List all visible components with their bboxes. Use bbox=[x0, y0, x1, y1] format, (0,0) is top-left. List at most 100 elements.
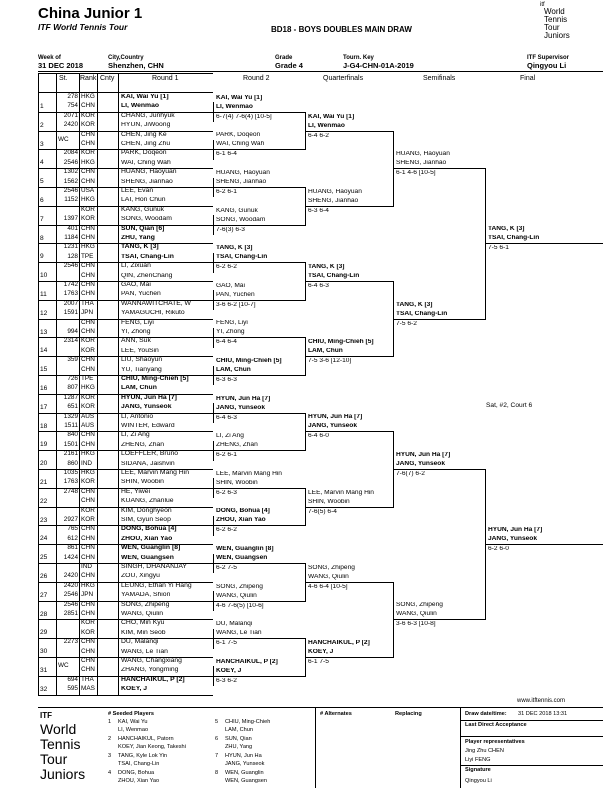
r2-result-connector bbox=[213, 403, 214, 423]
player-name: SHIN, Woobin bbox=[121, 479, 164, 486]
player-name: CHO, Min Kyu bbox=[121, 620, 165, 627]
r2-result-winner-b: YI, Zhong bbox=[216, 329, 245, 336]
supervisor-value: Qingyou Li bbox=[527, 61, 567, 70]
rep-2: Liyi FENG bbox=[465, 757, 491, 763]
r2-result-score: 6-4 6-4 bbox=[216, 339, 237, 346]
qf-result-winner-b: JANG, Yunseok bbox=[308, 423, 357, 430]
player-country: KOR bbox=[81, 478, 95, 486]
player-country: CHN bbox=[81, 281, 95, 288]
qf-result-line bbox=[306, 431, 393, 433]
sf-result-winner-a: HUANG, Haoyuan bbox=[396, 151, 450, 158]
logo-juniors-text: Juniors bbox=[544, 31, 570, 40]
footer-divider-1 bbox=[315, 708, 316, 788]
entry-rule bbox=[38, 675, 213, 677]
player-country: HKG bbox=[81, 450, 95, 458]
entry-number: 7 bbox=[40, 215, 44, 223]
player-name: HUANG, Haoyuan bbox=[121, 169, 177, 176]
key-label: Tourn. Key bbox=[343, 55, 374, 61]
final-result-score: 7-5 6-1 bbox=[488, 245, 509, 252]
entry-number: 17 bbox=[40, 403, 48, 411]
seed-player-a: TANG, Kyle Lok Yin bbox=[118, 753, 168, 759]
itf-logo-top: itf World Tennis Tour Juniors bbox=[540, 2, 600, 40]
r2-result-winner-a: CHIU, Ming-Chieh [5] bbox=[216, 358, 282, 364]
entry-rule bbox=[38, 318, 213, 320]
alternates-title: # Alternates bbox=[320, 711, 352, 717]
entry-number: 2 bbox=[40, 121, 44, 129]
qf-result-winner-b: SHENG, Jianhao bbox=[308, 197, 359, 204]
final-result-line bbox=[486, 243, 603, 245]
footer-rule-3 bbox=[460, 736, 603, 737]
sf-result-connector bbox=[393, 130, 394, 207]
entry-number: 21 bbox=[40, 479, 48, 486]
qf-result-connector bbox=[305, 262, 306, 301]
qf-result-score: 4-6 6-4 [10-5] bbox=[308, 583, 348, 590]
player-rank: 1397 bbox=[63, 215, 78, 223]
qf-result-winner-a: HANCHAIKUL, P [2] bbox=[308, 640, 370, 646]
city-label: City,Country bbox=[108, 55, 144, 61]
player-rank: 694 bbox=[67, 675, 78, 683]
player-name: CHEN, Jing Zhu bbox=[121, 141, 171, 147]
player-rank: 2546 bbox=[63, 262, 78, 270]
player-name: KANG, Gunuk bbox=[121, 206, 165, 213]
sf-result-winner-a: TANG, K [3] bbox=[396, 301, 433, 308]
player-name: LI, Wenmao bbox=[121, 103, 160, 110]
r2-result-winner-a: LI, Zi Ang bbox=[216, 433, 244, 440]
entry-rule bbox=[38, 281, 213, 282]
r2-result-line bbox=[214, 563, 305, 564]
qf-result-winner-b: LAM, Chun bbox=[308, 348, 343, 355]
player-rank: 2546 bbox=[63, 600, 78, 608]
r2-result-line bbox=[214, 375, 305, 376]
seed-player-b: KOEY, Jian Keong, Takeshi bbox=[118, 744, 186, 750]
r2-result-winner-a: SONG, Zhipeng bbox=[216, 583, 263, 590]
col-cnty: Cnty bbox=[100, 75, 115, 82]
qf-result-winner-b: SHIN, Woobin bbox=[308, 498, 350, 505]
player-name: KOEY, J bbox=[121, 686, 148, 693]
r2-result-connector bbox=[213, 628, 214, 649]
entry-number: 3 bbox=[40, 140, 44, 148]
col-round2: Round 2 bbox=[243, 75, 270, 82]
sf-result-winner-b: SHENG, Jianhao bbox=[396, 160, 447, 167]
player-name: CHIU, Ming-Chieh [5] bbox=[121, 376, 189, 382]
r2-result-line bbox=[214, 299, 305, 301]
grade-value: Grade 4 bbox=[275, 61, 303, 70]
r2-result-connector bbox=[213, 365, 214, 386]
player-name: LI, Zixuan bbox=[121, 263, 151, 270]
player-country: CHN bbox=[81, 271, 95, 279]
qf-result-connector bbox=[305, 337, 306, 376]
seed-player-b: TSAI, Chang-Lin bbox=[118, 761, 160, 767]
r2-result-winner-a: PARK, Doqeon bbox=[216, 132, 261, 139]
entry-number: 12 bbox=[40, 309, 48, 317]
r2-result-connector bbox=[213, 553, 214, 574]
r2-result-winner-b: WANG, Le Tian bbox=[216, 630, 262, 637]
entry-rule bbox=[38, 600, 213, 602]
player-name: KUANG, Zhanlue bbox=[121, 498, 174, 505]
entry-rule bbox=[38, 205, 213, 207]
meta-rule bbox=[38, 71, 603, 72]
entry-number: 29 bbox=[40, 629, 48, 637]
player-country: CHN bbox=[81, 130, 95, 138]
seed-player-a: DONG, Bohua bbox=[118, 770, 155, 776]
player-rank: 1501 bbox=[63, 440, 78, 448]
entry-rule bbox=[38, 111, 213, 113]
qf-result-connector bbox=[305, 563, 306, 602]
player-country: KOR bbox=[81, 337, 95, 345]
r2-result-line bbox=[214, 262, 305, 264]
entry-number: 25 bbox=[40, 554, 48, 562]
col-line-r1 bbox=[118, 73, 119, 695]
entry-rule bbox=[38, 431, 213, 433]
player-rank: 128 bbox=[67, 252, 78, 260]
r2-result-line bbox=[214, 638, 305, 640]
player-name: KIM, Donghyeon bbox=[121, 507, 172, 514]
player-name: PARK, Doqeon bbox=[121, 150, 167, 157]
player-name: SIDANA, Jaishvin bbox=[121, 460, 175, 467]
entry-rule bbox=[38, 487, 213, 489]
player-rank: 726 bbox=[67, 375, 78, 382]
player-name: PAN, Yuchen bbox=[121, 291, 161, 298]
final-result-connector bbox=[485, 168, 486, 320]
qf-result-winner-a: CHIU, Ming-Chieh [5] bbox=[308, 339, 374, 346]
player-rank: 1742 bbox=[63, 281, 78, 288]
r2-result-score: 7-6(3) 6-3 bbox=[216, 226, 245, 233]
r2-result-score: 6-7(4) 7-6(4) [10-5] bbox=[216, 113, 272, 120]
player-rank: 1763 bbox=[63, 290, 78, 298]
player-country: KOR bbox=[81, 205, 95, 213]
